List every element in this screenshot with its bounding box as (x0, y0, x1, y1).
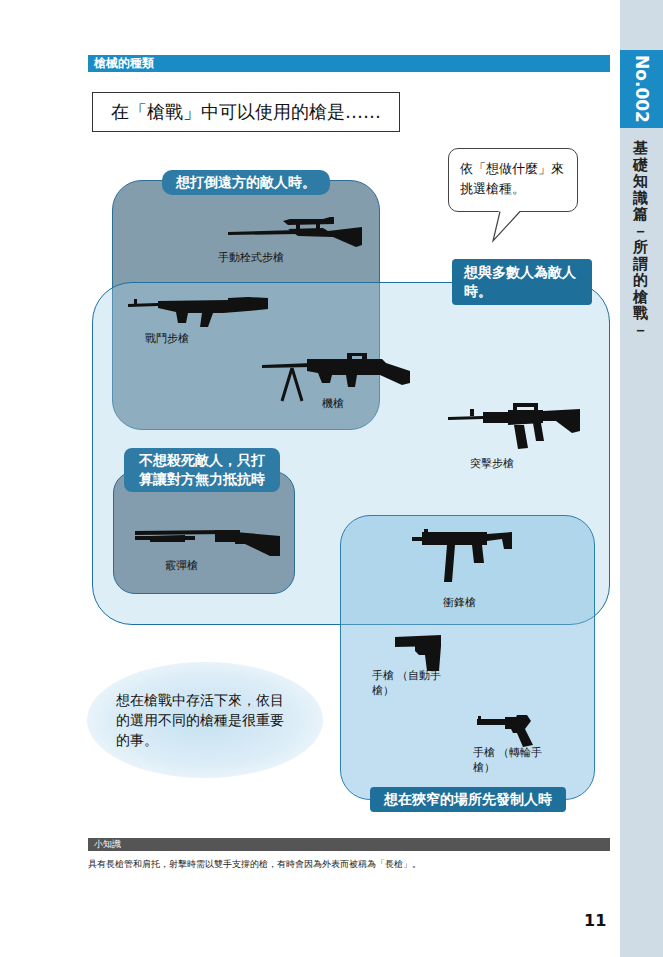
page-number: 11 (584, 910, 606, 932)
assault-rifle (448, 403, 580, 449)
section-heading: 槍械的種類 (94, 56, 616, 71)
gun-name: 戰鬥步槍 (145, 332, 189, 347)
gun-name: 手槍 （轉輪手槍） (473, 746, 547, 776)
trivia-heading: 小知識 (94, 838, 616, 851)
speech-bubble-tail (493, 210, 521, 241)
speech-bubble: 依「想做什麼」來挑選槍種。 (448, 148, 578, 212)
region-close-quarters: 想在狹窄的場所先發制人時 (340, 515, 595, 800)
bolt-action-rifle (228, 217, 362, 247)
gun-name: 手槍 （自動手槍） (372, 669, 446, 699)
gun-name: 機槍 (322, 397, 344, 412)
gun-name: 衝鋒槍 (443, 596, 476, 611)
gun-name: 霰彈槍 (165, 559, 198, 574)
summary-ellipse: 想在槍戰中存活下來，依目的選用不同的槍種是很重要的事。 (87, 662, 323, 778)
region-heading: 想與多數人為敵人時。 (452, 259, 592, 305)
summary-text: 想在槍戰中存活下來，依目的選用不同的槍種是很重要的事。 (116, 690, 294, 751)
battle-rifle (128, 297, 268, 327)
region-heading: 不想殺死敵人，只打算讓對方無力抵抗時 (124, 448, 280, 492)
chapter-title: 基礎知識篇－所謂的槍戰－ (633, 140, 648, 338)
side-tab: No.002 基礎知識篇－所謂的槍戰－ (620, 0, 663, 957)
submachine-gun (412, 529, 512, 582)
revolver (477, 715, 533, 747)
trivia-band: 小知識 (88, 838, 610, 851)
shotgun (135, 530, 280, 556)
machine-gun (262, 353, 410, 401)
region-heading: 想打倒遠方的敵人時。 (162, 170, 330, 195)
header-band: 槍械的種類 (88, 55, 610, 72)
gun-name: 突擊步槍 (470, 457, 514, 472)
bubble-text: 依「想做什麼」來挑選槍種。 (460, 159, 566, 198)
trivia-note: 具有長槍管和肩托，射擊時需以雙手支撐的槍，有時會因為外表而被稱為「長槍」。 (88, 858, 618, 870)
automatic-pistol (395, 635, 441, 671)
title-box: 在「槍戰」中可以使用的槍是…… (92, 92, 400, 132)
region-heading: 想在狹窄的場所先發制人時 (370, 787, 566, 812)
region-non-lethal: 不想殺死敵人，只打算讓對方無力抵抗時 (113, 471, 295, 594)
chapter-number: No.002 (632, 55, 652, 123)
gun-name: 手動栓式步槍 (218, 251, 284, 266)
title: 在「槍戰」中可以使用的槍是…… (111, 101, 381, 123)
